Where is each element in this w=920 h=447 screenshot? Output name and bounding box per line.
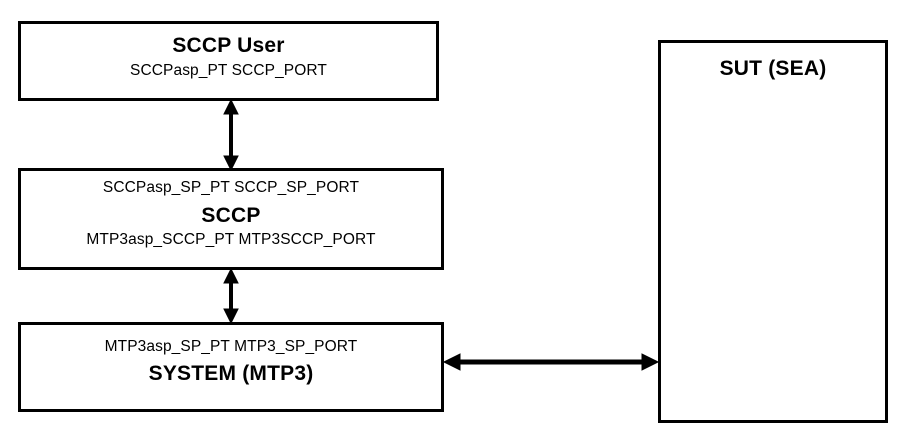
box-sccp-user-title: SCCP User <box>172 34 285 57</box>
box-sccp-upper-ports: SCCPasp_SP_PT SCCP_SP_PORT <box>102 179 360 196</box>
box-sut[interactable]: SUT (SEA) <box>658 40 888 423</box>
connector-system-to-sut <box>442 353 660 371</box>
connector-sccp-to-system <box>223 267 239 325</box>
box-system-mtp3-title: SYSTEM (MTP3) <box>148 362 314 385</box>
box-sut-title: SUT (SEA) <box>719 57 827 80</box>
box-system-mtp3-ports: MTP3asp_SP_PT MTP3_SP_PORT <box>104 338 358 355</box>
box-sccp-user[interactable]: SCCP User SCCPasp_PT SCCP_PORT <box>18 21 439 101</box>
connector-sccp-user-to-sccp <box>223 98 239 172</box>
box-sccp[interactable]: SCCPasp_SP_PT SCCP_SP_PORT SCCP MTP3asp_… <box>18 168 444 270</box>
box-sccp-title: SCCP <box>201 204 261 227</box>
box-system-mtp3[interactable]: MTP3asp_SP_PT MTP3_SP_PORT SYSTEM (MTP3) <box>18 322 444 412</box>
box-sccp-user-ports: SCCPasp_PT SCCP_PORT <box>130 62 327 79</box>
box-sccp-lower-ports: MTP3asp_SCCP_PT MTP3SCCP_PORT <box>86 231 376 248</box>
